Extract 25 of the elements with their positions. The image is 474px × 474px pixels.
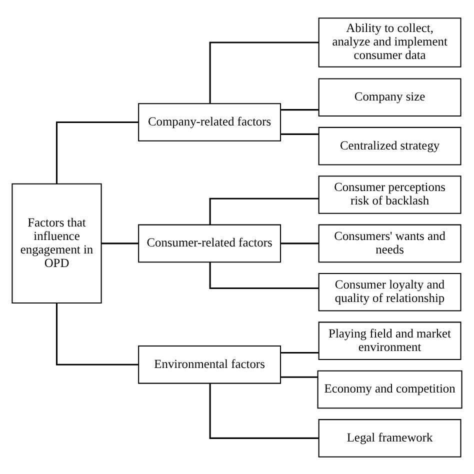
node-box: Environmental factors	[138, 345, 282, 384]
connector	[56, 120, 139, 184]
node-box: Company size	[318, 78, 462, 116]
node-box: Playing field and market environment	[318, 321, 462, 360]
node-box: Factors that influence engagement in OPD	[12, 182, 102, 304]
node-box: Centralized strategy	[318, 126, 462, 165]
connector	[209, 41, 319, 103]
node-box: Economy and competition	[317, 370, 462, 408]
node-box: Consumer-related factors	[138, 224, 282, 262]
connector	[56, 302, 139, 365]
node-box: Legal framework	[318, 418, 462, 457]
node-box: Consumers' wants and needs	[318, 224, 462, 262]
connector	[280, 376, 318, 378]
connector	[280, 132, 319, 134]
connector	[209, 383, 319, 438]
connector	[280, 108, 319, 110]
connector	[280, 242, 319, 244]
node-box: Consumer perceptions risk of backlash	[318, 175, 462, 214]
connector	[280, 351, 319, 354]
connector	[209, 197, 319, 224]
connector	[209, 262, 319, 289]
node-box: Consumer loyalty and quality of relationship	[318, 272, 462, 311]
node-box: Company-related factors	[138, 102, 282, 141]
connector	[101, 242, 138, 244]
node-box: Ability to collect, analyze and implement consumer data	[318, 17, 462, 67]
